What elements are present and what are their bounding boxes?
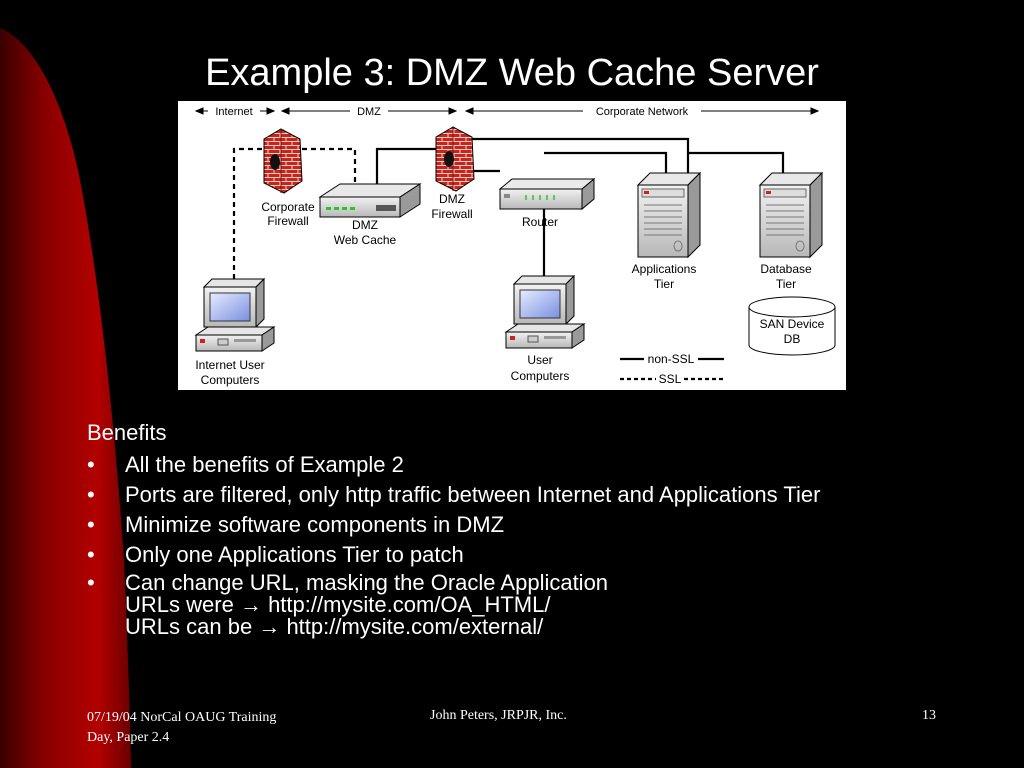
corporate-firewall-label: Corporate — [261, 200, 315, 214]
url-line-after: URLs can be → http://mysite.com/external… — [125, 616, 820, 638]
slide-title: Example 3: DMZ Web Cache Server — [205, 52, 819, 94]
url-line-before-url: http://mysite.com/OA_HTML/ — [268, 592, 551, 617]
database-tier-server-icon — [758, 171, 824, 259]
footer-date-event-line-1: 07/19/04 NorCal OAUG Training — [87, 710, 277, 725]
san-device-db-icon — [748, 296, 836, 356]
non-ssl-connections — [375, 137, 785, 276]
benefits-list: • All the benefits of Example 2 • Ports … — [87, 452, 820, 638]
right-arrow-icon: → — [258, 614, 281, 639]
network-diagram: Internet DMZ Corporate Network Corporate… — [178, 101, 846, 390]
footer-author: John Peters, JRPJR, Inc. — [430, 708, 567, 723]
benefits-heading: Benefits — [87, 420, 167, 445]
dmz-web-cache-label: DMZ — [352, 218, 378, 232]
corporate-firewall-label-2: Firewall — [267, 214, 308, 228]
san-device-label-2: DB — [784, 332, 801, 346]
applications-tier-label-2: Tier — [654, 277, 674, 291]
bullet-glyph: • — [87, 452, 95, 477]
zone-label-dmz: DMZ — [357, 106, 381, 118]
bullet-glyph: • — [87, 482, 95, 507]
san-device-label: SAN Device — [760, 317, 825, 331]
benefit-item: • All the benefits of Example 2 — [87, 452, 820, 477]
router-icon — [498, 177, 596, 211]
dmz-firewall-label: DMZ — [439, 192, 465, 206]
router-label: Router — [522, 215, 558, 229]
right-arrow-icon: → — [239, 592, 262, 617]
user-computers-label-2: Computers — [511, 369, 570, 383]
dmz-web-cache-icon — [318, 183, 422, 218]
dmz-web-cache-label-2: Web Cache — [334, 233, 397, 247]
zone-label-corporate-network: Corporate Network — [596, 106, 689, 118]
benefit-item: • Minimize software components in DMZ — [87, 512, 820, 537]
dmz-firewall-label-2: Firewall — [431, 207, 472, 221]
applications-tier-label: Applications — [632, 262, 697, 276]
bullet-glyph: • — [87, 570, 95, 595]
user-computer-icon — [504, 274, 586, 349]
benefit-text: Can change URL, masking the Oracle Appli… — [125, 570, 609, 595]
dmz-firewall-icon — [435, 126, 475, 192]
url-line-before: URLs were → http://mysite.com/OA_HTML/ — [125, 594, 820, 616]
internet-user-computers-label-2: Computers — [201, 373, 260, 387]
zone-header — [194, 107, 820, 115]
url-line-before-prefix: URLs were — [125, 592, 234, 617]
benefit-text: Minimize software components in DMZ — [125, 512, 505, 537]
applications-tier-server-icon — [636, 171, 702, 259]
url-line-after-prefix: URLs can be — [125, 614, 253, 639]
legend-ssl-label: SSL — [659, 372, 682, 386]
bullet-glyph: • — [87, 542, 95, 567]
user-computers-label: User — [527, 353, 552, 367]
benefit-item: • Ports are filtered, only http traffic … — [87, 482, 820, 507]
footer-date-event-line-2: Day, Paper 2.4 — [87, 730, 170, 745]
footer-page-number: 13 — [922, 708, 936, 723]
corporate-firewall-icon — [263, 128, 303, 194]
database-tier-label: Database — [760, 262, 812, 276]
database-tier-label-2: Tier — [776, 277, 796, 291]
internet-user-computers-label: Internet User — [195, 358, 264, 372]
benefit-text: Ports are filtered, only http traffic be… — [125, 482, 821, 507]
benefit-item: • Only one Applications Tier to patch — [87, 542, 820, 567]
benefit-text: All the benefits of Example 2 — [125, 452, 404, 477]
url-line-after-url: http://mysite.com/external/ — [286, 614, 544, 639]
legend-non-ssl-label: non-SSL — [648, 352, 695, 366]
benefit-text: Only one Applications Tier to patch — [125, 542, 464, 567]
red-decorative-band — [0, 28, 131, 768]
bullet-glyph: • — [87, 512, 95, 537]
legend: non-SSL SSL — [620, 352, 724, 386]
benefit-item: • Can change URL, masking the Oracle App… — [87, 572, 820, 638]
zone-label-internet: Internet — [215, 106, 252, 118]
footer-date-event: 07/19/04 NorCal OAUG Training Day, Paper… — [87, 708, 276, 748]
benefits-section: Benefits • All the benefits of Example 2… — [87, 420, 820, 643]
ssl-connections — [232, 147, 357, 279]
internet-user-computer-icon — [194, 277, 276, 352]
